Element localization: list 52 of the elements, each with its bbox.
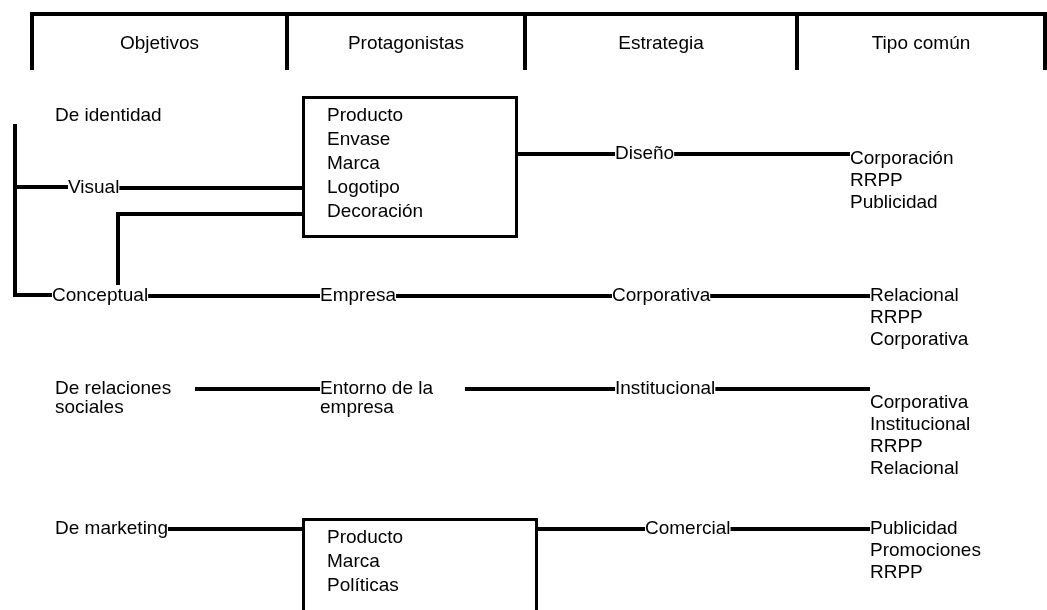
node-label: Corporativa (870, 392, 970, 411)
column-header: Objetivos (119, 32, 200, 54)
bracket-line (13, 124, 52, 297)
list-item: Envase (327, 129, 392, 148)
connector-line (710, 294, 870, 298)
node-label: Conceptual (52, 285, 149, 304)
node-label: De relaciones sociales (55, 378, 173, 416)
list-item: Decoración (327, 201, 425, 220)
column-header: Protagonistas (347, 32, 465, 54)
node-label: Promociones (870, 540, 981, 559)
connector-line (538, 527, 645, 531)
node-label: Institucional (615, 378, 716, 397)
connector-line (148, 294, 320, 298)
node-label: Publicidad (870, 518, 959, 537)
node-label: De marketing (55, 518, 168, 537)
list-box (302, 518, 538, 610)
node-label: Corporación (850, 148, 954, 167)
node-label: Institucional (870, 414, 971, 433)
node-label: Publicidad (850, 192, 939, 211)
connector-line (168, 527, 302, 531)
node-label: Corporativa (870, 329, 969, 348)
list-box (302, 96, 518, 238)
connector-line (119, 186, 302, 190)
node-label: Diseño (615, 143, 675, 162)
node-label: De identidad (55, 105, 162, 124)
list-item: Producto (327, 527, 405, 546)
connector-line (116, 212, 302, 285)
node-label: Relacional (870, 458, 960, 477)
connector-line (674, 152, 850, 156)
node-label: Visual (68, 177, 120, 196)
list-item: Logotipo (327, 177, 401, 196)
connector-line (465, 387, 615, 391)
node-label: RRPP (870, 562, 924, 581)
list-item: Políticas (327, 575, 400, 594)
node-label: Entorno de la empresa (320, 378, 435, 416)
list-item: Marca (327, 551, 381, 570)
node-label: Corporativa (612, 285, 711, 304)
node-label: RRPP (850, 170, 904, 189)
connector-line (396, 294, 612, 298)
list-item: Producto (327, 105, 405, 124)
column-header: Tipo común (871, 32, 971, 54)
node-label: Relacional (870, 285, 960, 304)
node-label: Empresa (320, 285, 397, 304)
node-label: RRPP (870, 436, 924, 455)
list-item: Marca (327, 153, 381, 172)
connector-line (195, 387, 320, 391)
connector-line (518, 152, 615, 156)
column-header: Estrategia (618, 32, 704, 54)
connector-line (730, 527, 870, 531)
connector-line (715, 387, 870, 391)
node-label: Comercial (645, 518, 731, 537)
node-label: RRPP (870, 307, 924, 326)
